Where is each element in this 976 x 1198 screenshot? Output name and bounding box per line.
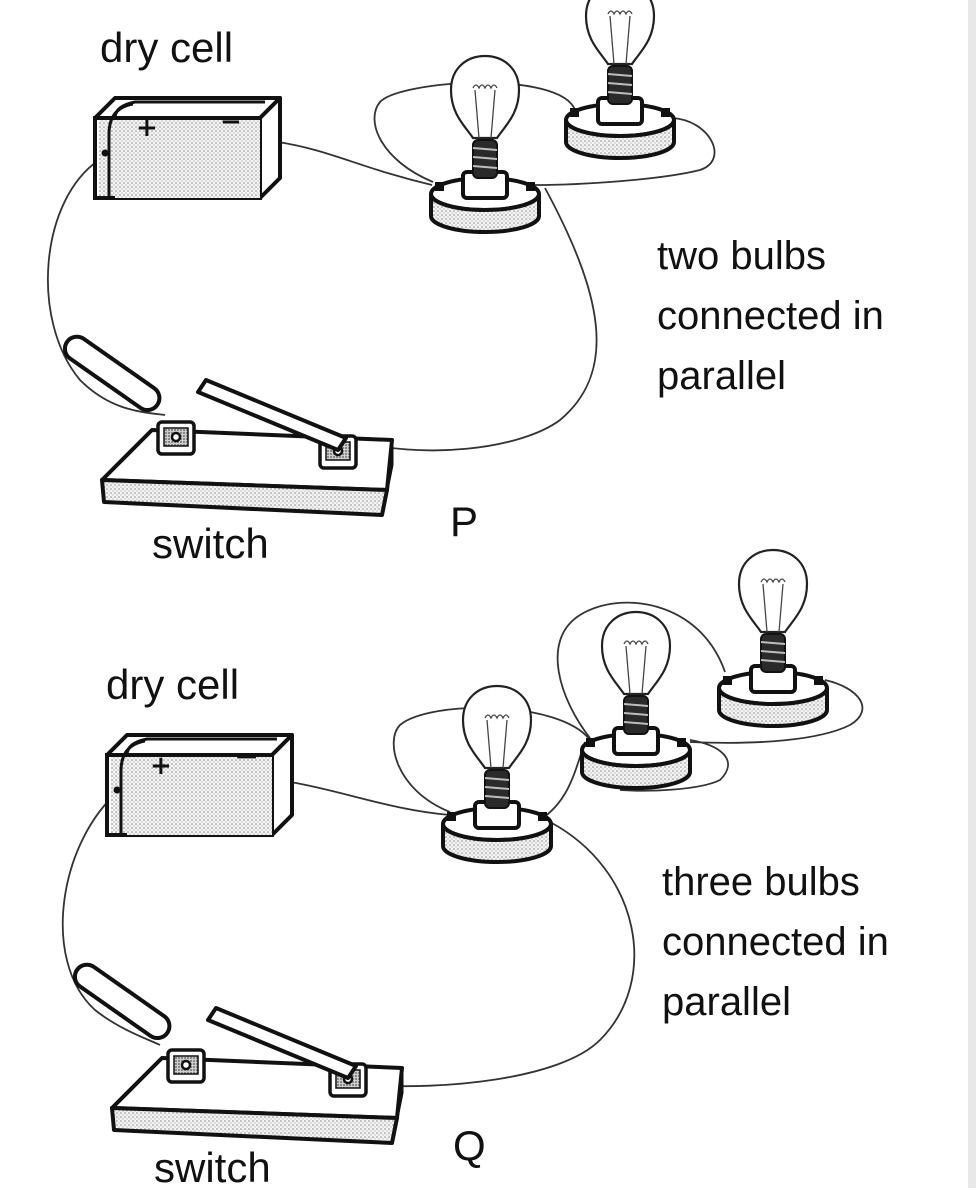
figure-p-dry-cell (93, 96, 282, 200)
figure-p-wires (47, 81, 716, 452)
figure-q-switch-label: switch (154, 1144, 271, 1191)
figure-q-description-line-1: three bulbs (662, 860, 860, 904)
figure-p-switch-label: switch (152, 520, 269, 567)
figure-p-circuit: + − (47, 0, 716, 517)
figure-q-wires (61, 601, 864, 1088)
figure-p-description-line-2: connected in (657, 294, 884, 338)
figure-p-letter: P (450, 498, 479, 545)
figure-p-dry-cell-label: dry cell (100, 24, 234, 71)
figure-q-bulb-3 (717, 548, 829, 728)
figure-p-description-line-3: parallel (657, 354, 786, 398)
figure-q-description: three bulbs connected in parallel (662, 852, 889, 1032)
figure-q-letter: Q (453, 1122, 486, 1169)
figure-q-description-line-3: parallel (662, 980, 791, 1024)
figure-q-dry-cell-label: dry cell (106, 661, 240, 708)
figure-p-description-line-1: two bulbs (657, 234, 826, 278)
figure-p-bulb-1 (429, 54, 541, 234)
figure-q-minus-sign: − (234, 739, 259, 774)
scan-edge-shadow (968, 0, 976, 1188)
figure-q-switch (68, 958, 404, 1145)
figure-q-dry-cell (105, 733, 294, 837)
figure-q-plus-sign: + (150, 751, 172, 781)
figure-p-minus-sign: − (220, 107, 242, 137)
figure-q-bulb-2 (580, 610, 692, 790)
figure-p-plus-sign: + (136, 113, 158, 143)
figure-q-description-line-2: connected in (662, 920, 889, 964)
figure-q-circuit: + − (61, 548, 864, 1145)
figure-p-switch (58, 330, 395, 517)
figure-p-description: two bulbs connected in parallel (657, 226, 884, 406)
figure-p-bulb-2 (564, 0, 676, 160)
